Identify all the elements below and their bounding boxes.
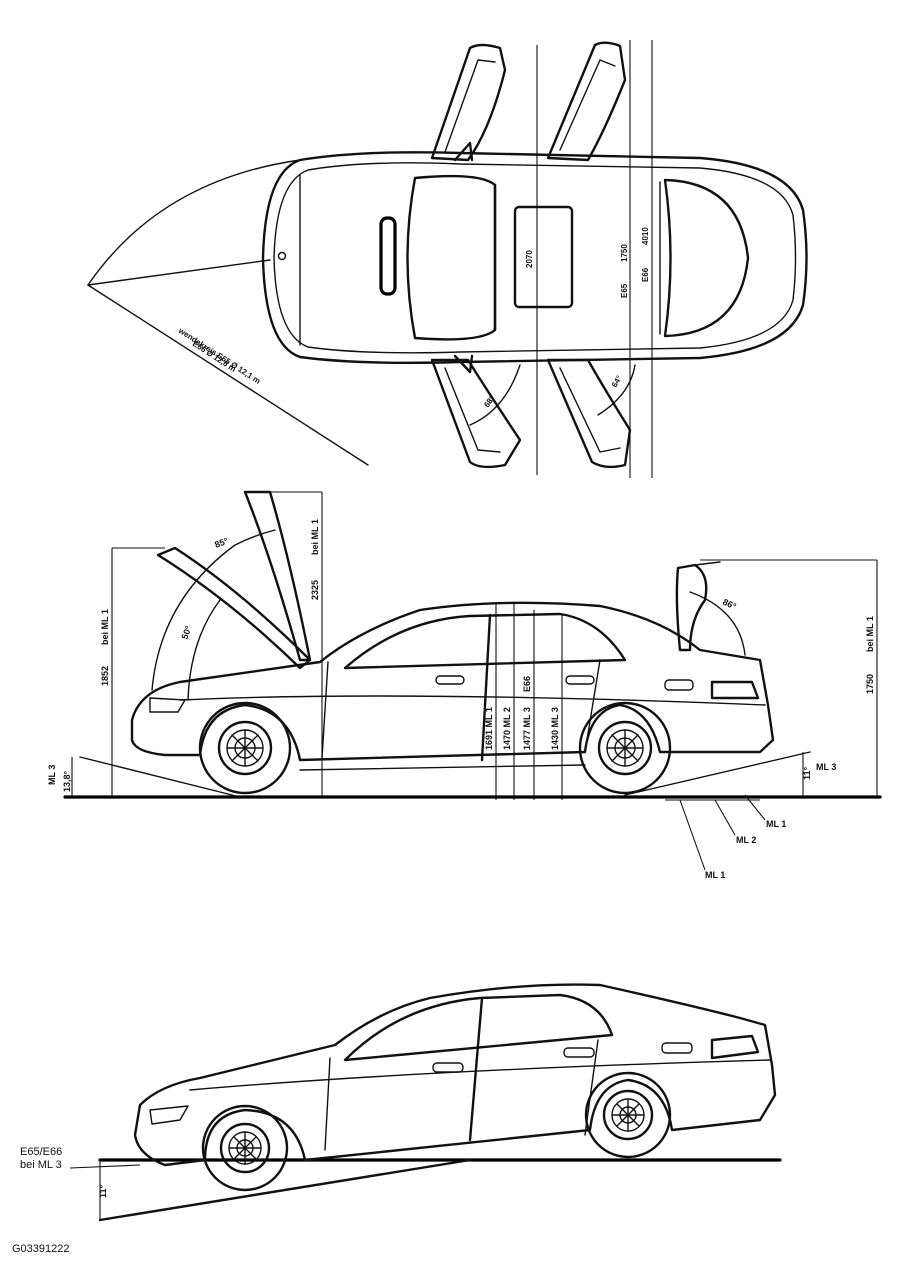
ramp-incline (98, 1158, 472, 1222)
e65-dim-label: 1750 (620, 244, 629, 262)
ramp-b-pillar (468, 996, 484, 1142)
side-marker-rear (664, 679, 694, 691)
rear-door-open-top-inner (559, 59, 616, 151)
approach-angle-label: 13,8° (62, 770, 72, 792)
beltline (179, 695, 766, 706)
rear-wheel (578, 701, 672, 795)
ramp-side-marker (661, 1042, 693, 1054)
e65-label: E65 (620, 283, 629, 298)
ml1-lower-label: ML 1 (705, 870, 725, 880)
side-view: 85° 50° 86° bei ML 1 2325 bei ML 1 1852 … (47, 490, 882, 880)
hood-85-arc (151, 529, 276, 691)
front-wheel (198, 701, 292, 795)
mirror-right (453, 354, 474, 374)
trunk-height-val: 1750 (865, 674, 875, 694)
front-door-angle-label: 68° (482, 394, 496, 409)
ml1-upper-label: ML 1 (766, 819, 786, 829)
side-windows (343, 612, 627, 670)
ramp-beltline (189, 1059, 771, 1091)
hood-85-label: 85° (213, 536, 230, 550)
headlight-side (149, 697, 186, 713)
front-door-open-top (430, 43, 507, 162)
departure-line (624, 751, 811, 796)
ramp-label-leader (69, 1164, 141, 1169)
front-door-open-bottom (430, 358, 522, 469)
open-hood (156, 546, 312, 670)
trunk-lid-edge (694, 561, 721, 566)
approach-line (79, 756, 241, 798)
ml3-left-label: ML 3 (47, 765, 57, 785)
car-body-top-inner (273, 162, 797, 354)
front-door-open-top-inner (444, 59, 496, 153)
e66-dim-label: 4010 (641, 227, 650, 245)
front-door-angle-arc (469, 364, 521, 426)
ml2-leader (714, 799, 736, 836)
trunk-86-label: 86° (721, 597, 738, 612)
rear-door-angle-arc (597, 364, 636, 416)
open-trunk (675, 563, 708, 652)
ramp-rear-handle (563, 1047, 595, 1058)
turning-sweep-line-2 (87, 259, 271, 286)
kidney-grille (379, 216, 397, 296)
departure-angle-label: 11° (802, 766, 812, 780)
door-seam-rear (584, 659, 601, 753)
ramp-label-line1: E65/E66 (20, 1146, 62, 1158)
front-door-open-bottom-inner (444, 367, 501, 453)
car-body-side (130, 601, 775, 762)
ramp-view: E65/E66 bei ML 3 11° (20, 983, 782, 1222)
e66-label: E66 (641, 267, 650, 282)
rear-door-handle (565, 675, 595, 685)
open-hood-max (243, 490, 312, 662)
ramp-door-seam-front (324, 1057, 331, 1151)
front-height-val: 1852 (100, 666, 110, 686)
taillight-side (710, 680, 760, 700)
ml3-right-label: ML 3 (816, 762, 836, 772)
door-seam-front (321, 661, 329, 759)
dim-1430-label: 1430 ML 3 (550, 707, 560, 750)
dim-1470-label: 1470 ML 2 (502, 707, 512, 750)
sill-line (299, 764, 586, 771)
car-body-ramp (133, 983, 777, 1167)
front-height-ml1: bei ML 1 (100, 609, 110, 645)
hood-emblem (277, 251, 287, 261)
ramp-label-line2: bei ML 3 (20, 1159, 62, 1171)
dim-e66-label: E66 (522, 676, 532, 692)
ml3-leader (744, 794, 766, 821)
hood-50-arc (187, 599, 221, 701)
top-view: wendekreis E65 Ø 12,1 m E66 Ø 12,6 m 68°… (87, 40, 808, 478)
hood-50-label: 50° (179, 624, 193, 641)
ramp-rear-wheel (584, 1071, 672, 1159)
ramp-dim-label: 11° (98, 1184, 108, 1198)
turning-sweep-line-1 (87, 284, 369, 466)
dim-1477-label: 1477 ML 3 (522, 707, 532, 750)
b-pillar (480, 613, 492, 762)
rear-door-angle-label: 64° (610, 374, 624, 389)
sunroof (513, 205, 574, 309)
windshield (406, 174, 497, 341)
hood-height-val: 2325 (310, 580, 320, 600)
turning-sweep-arc (87, 159, 301, 286)
ml2-label: ML 2 (736, 835, 756, 845)
ramp-taillight (710, 1034, 760, 1060)
car-body-top (261, 151, 808, 365)
dim-1691-label: 1691 ML 1 (484, 707, 494, 750)
ramp-front-handle (432, 1062, 464, 1073)
trunk-86-arc (689, 591, 746, 656)
ramp-front-wheel (201, 1104, 289, 1192)
rear-door-open-top (546, 41, 627, 162)
ramp-headlight (149, 1105, 189, 1125)
front-door-handle (435, 675, 465, 685)
roof-dim-label: 2070 (525, 250, 534, 268)
ml1-leader (679, 799, 706, 871)
ramp-side-windows (343, 993, 614, 1062)
rear-door-open-bottom-inner (559, 367, 621, 453)
rear-window (663, 178, 750, 338)
hood-height-ml1: bei ML 1 (310, 519, 320, 555)
trunk-height-ml1: bei ML 1 (865, 616, 875, 652)
figure-id: G03391222 (12, 1243, 70, 1255)
